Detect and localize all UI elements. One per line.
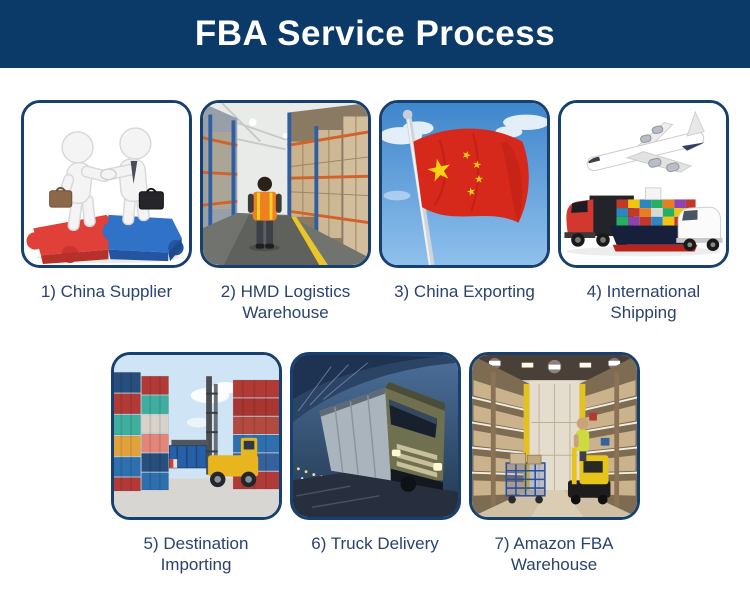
step-1: 1) China Supplier	[21, 100, 192, 323]
brown-briefcase	[49, 186, 73, 208]
step-5-image-tile	[110, 352, 282, 520]
step-3-image-tile	[379, 100, 550, 268]
left-rack	[203, 103, 238, 231]
step-7-image-tile	[468, 352, 640, 520]
step-4-caption: 4) International Shipping	[558, 281, 729, 323]
page-title: FBA Service Process	[194, 14, 556, 53]
step-7-caption: 7) Amazon FBA Warehouse	[469, 533, 640, 575]
china-supplier-handshake-photo	[24, 103, 189, 265]
china-flag-photo	[382, 103, 547, 265]
airplane	[586, 110, 705, 173]
step-2-caption-line1: 2) HMD Logistics	[220, 282, 351, 301]
step-2: 2) HMD Logistics Warehouse	[200, 100, 371, 323]
header-banner: FBA Service Process	[0, 0, 750, 68]
handshake-hands	[99, 168, 117, 181]
left-figure	[59, 131, 111, 232]
container-port-photo	[113, 355, 279, 517]
bridge	[292, 355, 458, 423]
amazon-fulfillment-center-photo	[471, 355, 637, 517]
step-1-caption-line1: 1) China Supplier	[40, 282, 173, 301]
step-6-caption: 6) Truck Delivery	[290, 533, 461, 554]
step-2-caption-line2: Warehouse	[242, 303, 329, 322]
step-4: 4) International Shipping	[558, 100, 729, 323]
step-5-caption-line1: 5) Destination	[143, 534, 249, 553]
step-7-caption-line1: 7) Amazon FBA	[494, 534, 614, 553]
right-rack	[287, 103, 368, 259]
ceiling-light	[248, 118, 257, 127]
left-rack	[471, 355, 530, 517]
step-3-caption-line1: 3) China Exporting	[394, 282, 535, 301]
air-sea-truck-shipping-photo	[561, 103, 726, 265]
road	[292, 472, 458, 517]
step-5-caption-line2: Importing	[160, 555, 232, 574]
truck-night-road-photo	[292, 355, 458, 517]
left-container-stack	[113, 372, 169, 492]
step-6-image-tile	[289, 352, 461, 520]
step-5-caption: 5) Destination Importing	[111, 533, 282, 575]
puzzle-pieces	[26, 214, 184, 265]
step-7-caption-line2: Warehouse	[510, 555, 598, 574]
white-van	[676, 206, 723, 252]
tie	[130, 160, 138, 184]
step-3-caption: 3) China Exporting	[379, 281, 550, 302]
order-picker-forklift	[567, 417, 610, 505]
reach-stacker-forklift	[168, 376, 258, 488]
step-6-caption-line1: 6) Truck Delivery	[311, 534, 439, 553]
step-5: 5) Destination Importing	[110, 352, 282, 575]
step-1-caption: 1) China Supplier	[21, 281, 192, 302]
china-flag	[413, 128, 529, 223]
step-6: 6) Truck Delivery	[289, 352, 461, 575]
ceiling-lights	[488, 357, 620, 374]
blue-cart	[505, 452, 546, 504]
step-2-caption: 2) HMD Logistics Warehouse	[200, 281, 371, 323]
logistics-warehouse-aisle-photo	[203, 103, 368, 265]
step-4-caption-line1: 4) International	[586, 282, 701, 301]
step-7: 7) Amazon FBA Warehouse	[468, 352, 640, 575]
warehouse-worker	[247, 176, 282, 252]
process-row-2: 5) Destination Importing	[0, 352, 750, 575]
delivery-truck	[319, 382, 445, 492]
process-row-1: 1) China Supplier	[0, 100, 750, 323]
black-briefcase	[138, 187, 164, 210]
step-4-caption-line2: Shipping	[610, 303, 677, 322]
step-3: 3) China Exporting	[379, 100, 550, 323]
step-2-image-tile	[200, 100, 371, 268]
step-1-image-tile	[21, 100, 192, 268]
step-4-image-tile	[558, 100, 729, 268]
worker	[573, 417, 589, 462]
floor-yellow-line	[291, 216, 328, 265]
